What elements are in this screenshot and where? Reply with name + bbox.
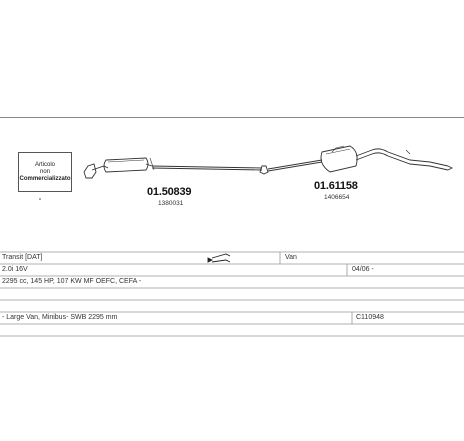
front-silencer-outlet [145,163,153,167]
exhaust-direction-icon [207,253,231,263]
vehicle-variant: - Large Van, Minibus- SWB 2295 mm [2,314,118,321]
rear-silencer [320,145,454,173]
rear-silencer-seam [325,148,351,155]
body-type: Van [285,254,297,261]
tailpipe-lower [355,152,449,171]
rear-hanger [405,149,411,155]
icon-pipe-bottom [211,259,231,263]
icon-arrow-head [207,257,214,263]
front-silencer-body [103,157,149,173]
rear-connection-pipe-upper [267,159,323,170]
marker-dot [39,198,41,200]
spec-table-lines [0,251,464,337]
pipe-clamp [259,165,269,175]
catalog-number: C110948 [356,314,384,321]
icon-pipe-top [211,253,231,259]
middle-pipe [151,159,323,175]
oem-reference-front: 1380031 [158,200,184,207]
stamp-line-2: non [39,168,50,175]
not-available-stamp: Articolo non Commercializzato [18,152,72,192]
oem-reference-rear: 1406654 [324,194,350,201]
engine-details: 2295 cc, 145 HP, 107 KW MF OEFC, CEFA - [2,278,142,285]
middle-pipe-upper [151,165,263,169]
tailpipe-tip [447,165,454,171]
front-silencer [83,157,155,179]
rear-silencer-bracket [331,145,345,153]
stamp-line-1: Articolo [34,161,55,168]
top-border-line [0,117,464,118]
middle-pipe-lower [151,167,263,171]
production-dates: 04/06 - [352,266,374,273]
engine-type: 2.0i 16V [2,266,28,273]
rear-silencer-body [320,145,358,173]
vehicle-model: Transit [DAT] [2,254,43,261]
rear-connection-pipe-lower [267,161,323,172]
front-flange [83,163,97,179]
stamp-line-3: Commercializzato [19,175,71,182]
front-silencer-seam [107,159,145,163]
tailpipe-upper [355,148,449,167]
part-number-rear: 01.61158 [314,180,358,192]
part-number-front: 01.50839 [147,186,192,198]
